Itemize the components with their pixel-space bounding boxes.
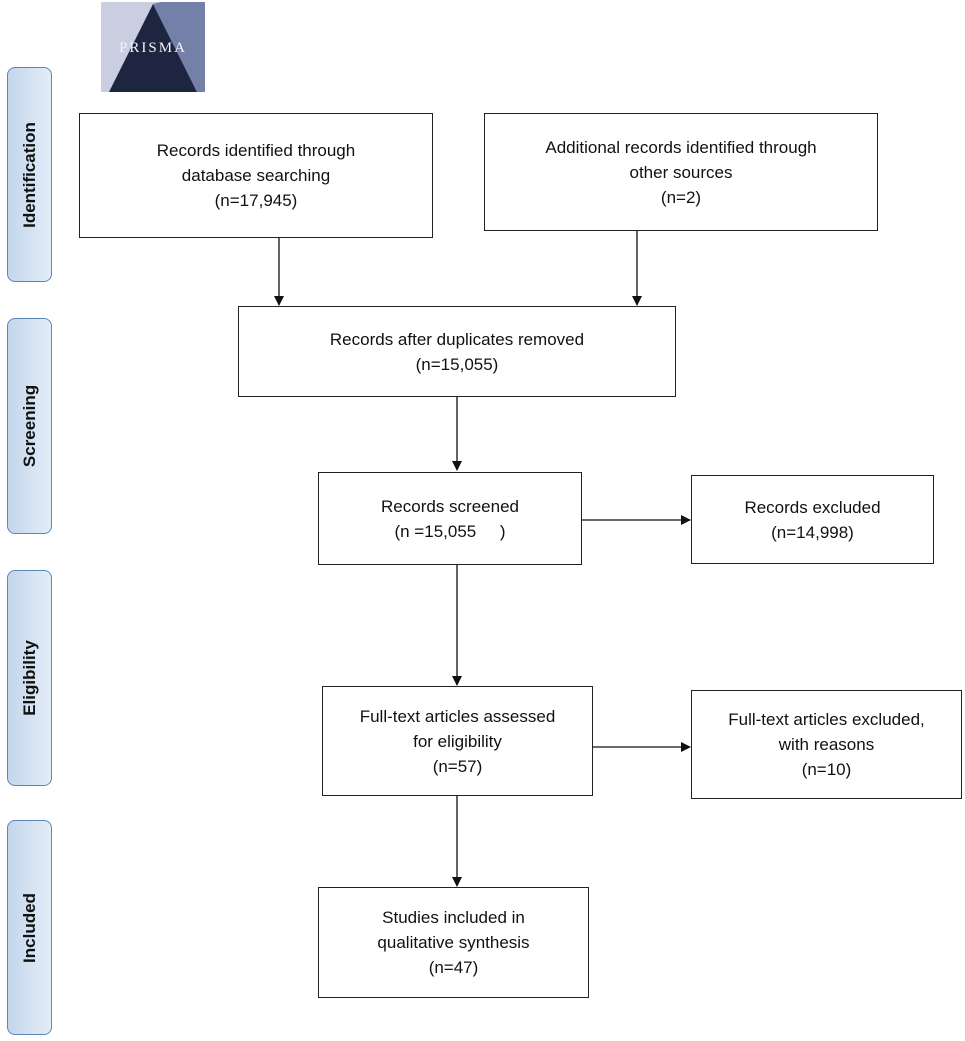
box-fulltext-line2: for eligibility xyxy=(413,731,502,751)
box-duplicates-removed: Records after duplicates removed (n=15,0… xyxy=(238,306,676,397)
box-database-line1: Records identified through xyxy=(156,141,356,160)
box-database-line2: database searching xyxy=(181,166,331,185)
stage-included: Included xyxy=(7,820,52,1035)
box-additional-line1: Additional records identified through xyxy=(545,137,817,157)
box-included-count: (n=47) xyxy=(428,958,479,977)
box-screened-count: (n =15,055 ) xyxy=(394,521,506,541)
prisma-logo-triangle-icon xyxy=(101,2,205,92)
stage-eligibility: Eligibility xyxy=(7,570,52,786)
box-fulltext-excluded-line2: with reasons xyxy=(778,735,875,754)
box-fulltext-line1: Full-text articles assessed xyxy=(359,706,556,726)
box-duplicates-count: (n=15,055) xyxy=(415,354,499,374)
box-duplicates-line1: Records after duplicates removed xyxy=(329,329,585,349)
box-additional-count: (n=2) xyxy=(660,187,702,207)
box-database-count: (n=17,945) xyxy=(214,191,298,210)
box-database-records: Records identified through database sear… xyxy=(79,113,433,238)
box-fulltext-count: (n=57) xyxy=(432,756,483,776)
box-fulltext-excluded: Full-text articles excluded, with reason… xyxy=(691,690,962,799)
stage-identification: Identification xyxy=(7,67,52,282)
box-screened-line1: Records screened xyxy=(381,496,519,516)
box-fulltext-excluded-line1: Full-text articles excluded, xyxy=(728,710,925,729)
box-excluded-count: (n=14,998) xyxy=(771,522,854,542)
prisma-logo-text: PRISMA xyxy=(119,40,187,56)
box-studies-included: Studies included in qualitative synthesi… xyxy=(318,887,589,998)
box-records-screened: Records screened (n =15,055 ) xyxy=(318,472,582,565)
box-fulltext-assessed: Full-text articles assessed for eligibil… xyxy=(322,686,593,796)
box-fulltext-excluded-count: (n=10) xyxy=(801,760,852,779)
box-included-line1: Studies included in xyxy=(382,908,525,927)
prisma-logo: PRISMA xyxy=(101,2,205,92)
box-excluded-line1: Records excluded xyxy=(744,497,881,517)
box-additional-line2: other sources xyxy=(629,162,733,182)
box-records-excluded: Records excluded (n=14,998) xyxy=(691,475,934,564)
stage-screening: Screening xyxy=(7,318,52,534)
box-included-line2: qualitative synthesis xyxy=(377,933,530,952)
box-additional-records: Additional records identified through ot… xyxy=(484,113,878,231)
